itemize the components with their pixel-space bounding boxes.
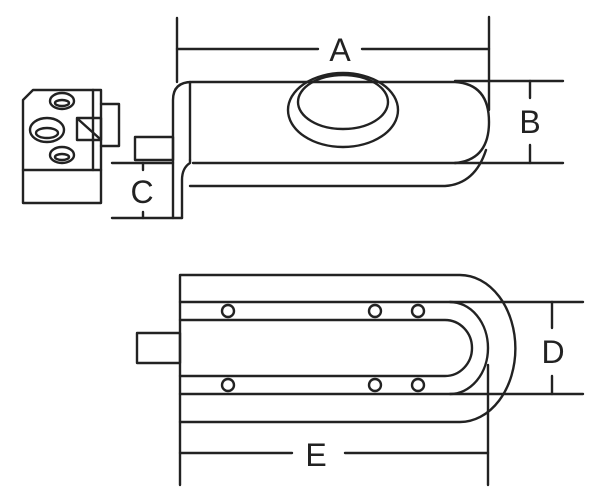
label-e: E (305, 437, 326, 473)
label-d: D (541, 334, 564, 370)
label-b: B (519, 104, 540, 140)
dimension-d (448, 300, 585, 396)
dimension-e (178, 363, 490, 487)
top-view-body (135, 273, 517, 424)
button-outer (286, 71, 400, 149)
label-a: A (329, 32, 351, 68)
label-c: C (130, 174, 153, 210)
dimension-b (453, 79, 565, 165)
side-view-body (133, 71, 491, 220)
dimension-a (175, 15, 491, 112)
dimension-c (110, 161, 184, 220)
button-inner (296, 73, 390, 131)
end-view-block (21, 88, 121, 205)
